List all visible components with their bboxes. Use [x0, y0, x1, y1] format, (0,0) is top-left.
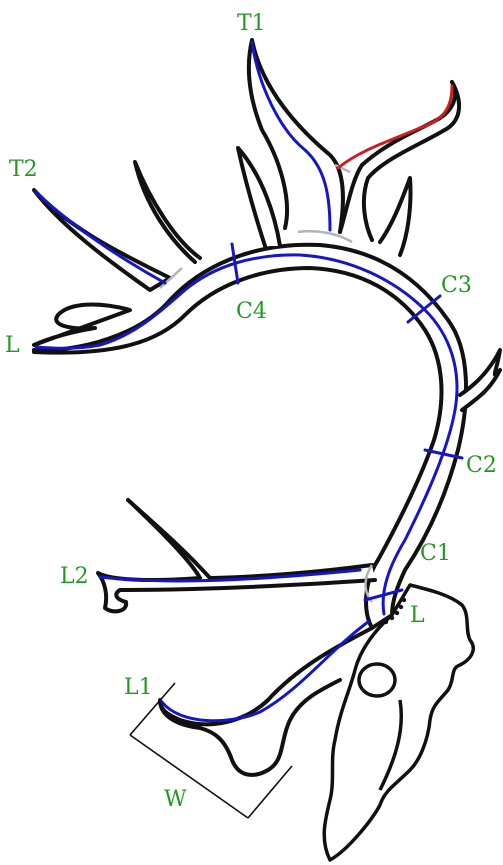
tine-L2: [98, 500, 375, 611]
label-L2: L2: [60, 564, 89, 589]
label-W: W: [164, 787, 187, 812]
tine-left-1: [135, 162, 200, 262]
skull-outline: [324, 585, 473, 860]
eye-socket: [359, 664, 395, 696]
label-L-base: L: [410, 603, 425, 628]
label-C4: C4: [236, 299, 267, 324]
label-C2: C2: [466, 453, 497, 478]
label-C1: C1: [420, 541, 451, 566]
label-T2: T2: [9, 157, 38, 182]
tine-left-2: [238, 148, 280, 246]
tine-right-1: [380, 178, 411, 255]
label-T1: T1: [237, 11, 266, 36]
label-L-top: L: [5, 333, 20, 358]
label-L1: L1: [124, 675, 153, 700]
skull: [324, 585, 473, 860]
label-C3: C3: [441, 273, 472, 298]
